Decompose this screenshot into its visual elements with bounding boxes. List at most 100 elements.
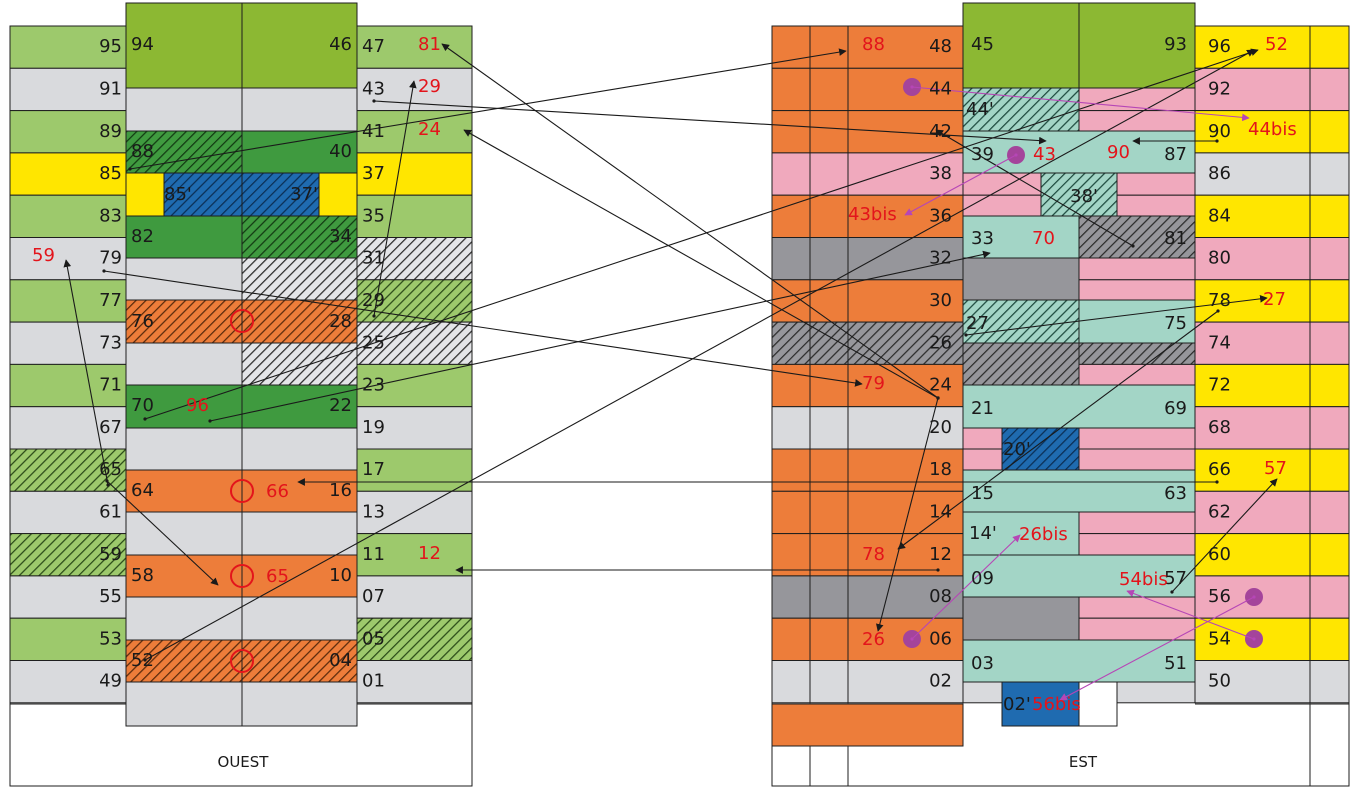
- move-arrow: [103, 270, 863, 387]
- east-center-right-label: 81: [1164, 228, 1187, 249]
- east-left-label: 14: [929, 501, 952, 522]
- east-left-cell: [809, 25, 849, 69]
- east-red-label: 88: [862, 34, 885, 55]
- east-left-cell: [847, 321, 964, 365]
- west-left-label: 79: [99, 248, 122, 269]
- east-right-label: 90: [1208, 121, 1231, 142]
- east-block-20p: [1001, 427, 1080, 471]
- west-left-label: 65: [99, 459, 122, 480]
- west-block-37p-blue: [241, 172, 320, 217]
- east-center-left-label: 44': [966, 99, 994, 120]
- west-block-46: [241, 2, 358, 89]
- east-right-label: 50: [1208, 671, 1231, 692]
- west-red-label: 81: [418, 34, 441, 55]
- west-left-label: 89: [99, 121, 122, 142]
- east-left-cell: [771, 575, 811, 619]
- east-left-cell: [771, 617, 811, 662]
- east-center-left-label: 09: [971, 568, 994, 589]
- east-right-label: 96: [1208, 36, 1231, 57]
- east-left-cell: [847, 406, 964, 450]
- east-red-label: 54bis: [1119, 569, 1168, 590]
- east-red-label: 43bis: [848, 204, 897, 225]
- east-left-cell: [771, 67, 811, 112]
- east-left-label: 36: [929, 205, 952, 226]
- west-inner-right-label: 28: [329, 311, 352, 332]
- west-block-34: [241, 215, 358, 259]
- move-arrow-origin: [964, 333, 968, 337]
- east-left-cell: [847, 533, 964, 577]
- west-red-label: 12: [418, 543, 441, 564]
- move-arrow-purple-origin: [1014, 153, 1018, 157]
- east-left-cell: [809, 110, 849, 154]
- east-right-cell: [1194, 448, 1311, 492]
- east-left-cell: [847, 363, 964, 408]
- move-arrow: [897, 310, 1219, 550]
- west-right-cell: [356, 194, 473, 238]
- east-block-81: [1078, 215, 1196, 259]
- east-left-cell: [809, 448, 849, 492]
- west-left-label: 73: [99, 332, 122, 353]
- west-left-cell: [9, 363, 127, 408]
- east-left-cell: [771, 279, 811, 323]
- east-right-cell: [1194, 152, 1311, 196]
- west-inner-left-label: 88: [131, 141, 154, 162]
- east-red-label: 79: [862, 373, 885, 394]
- east-center-right-label: 87: [1164, 144, 1187, 165]
- east-red-label: 26bis: [1019, 524, 1068, 545]
- west-block-31-ext: [241, 257, 358, 301]
- west-block-94: [125, 2, 243, 89]
- west-inner-left-label: 70: [131, 395, 154, 416]
- west-left-label: 71: [99, 375, 122, 396]
- west-left-label: 61: [99, 501, 122, 522]
- east-left-cell: [809, 490, 849, 535]
- east-center-right-label: 57: [1164, 568, 1187, 589]
- east-right-cell: [1309, 152, 1350, 196]
- east-red-label: 27: [1263, 289, 1286, 310]
- east-block-38p: [1040, 172, 1118, 217]
- west-block-37p: [318, 172, 358, 217]
- east-right-cell: [1309, 448, 1350, 492]
- move-arrow-purple-origin: [1252, 595, 1256, 599]
- move-arrow-origin: [936, 396, 940, 400]
- west-ring: [230, 564, 254, 588]
- west-inner-left-label: 64: [131, 480, 154, 501]
- east-center-right-label: 63: [1164, 483, 1187, 504]
- move-arrow-origin: [106, 483, 110, 487]
- east-right-label: 66: [1208, 459, 1231, 480]
- west-inner-right-label: 34: [329, 226, 352, 247]
- east-block-03: [962, 639, 1196, 683]
- west-inner-right-label: 04: [329, 650, 352, 671]
- west-right-label: 19: [362, 417, 385, 438]
- west-right-label: 07: [362, 586, 385, 607]
- west-inner-right-label: 22: [329, 395, 352, 416]
- move-arrow-origin: [143, 658, 147, 662]
- east-left-cell: [847, 152, 964, 196]
- west-left-cell: [9, 321, 127, 365]
- east-right-cell: [1309, 67, 1350, 112]
- east-right-label: 72: [1208, 375, 1231, 396]
- east-left-cell: [771, 110, 811, 154]
- west-ring: [230, 309, 254, 333]
- west-right-label: 23: [362, 375, 385, 396]
- move-arrow-origin: [208, 419, 212, 423]
- east-center-left-label: 33: [971, 228, 994, 249]
- east-left-cell: [809, 406, 849, 450]
- east-left-label: 42: [929, 121, 952, 142]
- east-center-left-label: 45: [971, 34, 994, 55]
- east-right-cell: [1194, 660, 1311, 704]
- east-left-cell: [809, 152, 849, 196]
- move-arrow-origin: [936, 568, 940, 572]
- east-left-cell: [809, 533, 849, 577]
- west-block-85p-blue: [163, 172, 243, 217]
- move-arrow: [129, 48, 847, 170]
- west-inner-right-label: 46: [329, 34, 352, 55]
- east-right-cell: [1309, 363, 1350, 408]
- east-block-15: [962, 469, 1196, 513]
- east-left-cell: [847, 279, 964, 323]
- move-arrow-origin: [1131, 244, 1135, 248]
- move-arrow-purple: [911, 86, 1250, 122]
- move-arrow: [106, 480, 219, 586]
- east-center-right-label: 69: [1164, 398, 1187, 419]
- east-left-label: 48: [929, 36, 952, 57]
- west-right-label: 41: [362, 121, 385, 142]
